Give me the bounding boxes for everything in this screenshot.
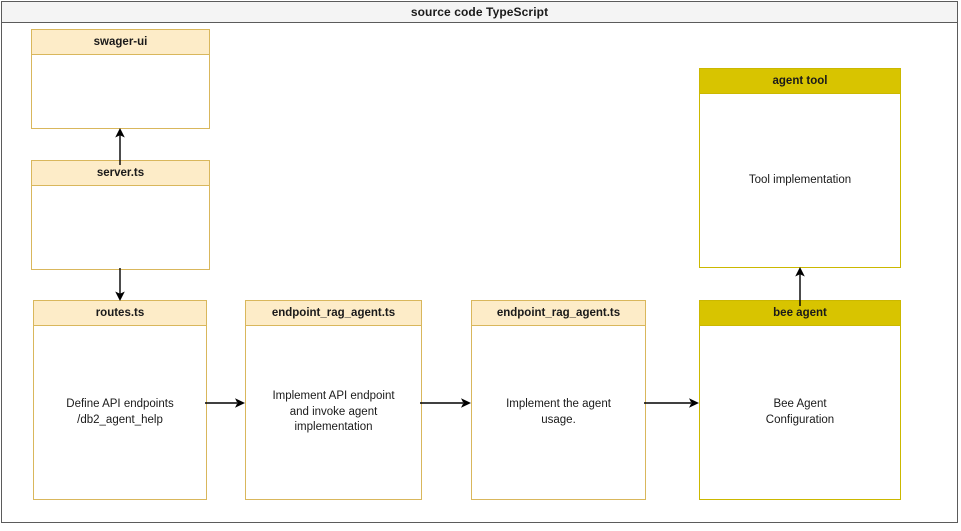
node-server-ts-header: server.ts	[32, 161, 209, 186]
node-routes-ts-header: routes.ts	[34, 301, 206, 326]
connector-server-to-routes	[115, 268, 125, 301]
arrowhead-icon	[689, 398, 699, 408]
node-server-ts-body	[32, 186, 209, 269]
node-agent-tool-header: agent tool	[700, 69, 900, 94]
node-agent-tool-body: Tool implementation	[700, 94, 900, 267]
arrowhead-icon	[795, 267, 805, 277]
arrowhead-icon	[461, 398, 471, 408]
node-server-ts[interactable]: server.ts	[31, 160, 210, 270]
node-endpoint-rag-agent-usage[interactable]: endpoint_rag_agent.ts Implement the agen…	[471, 300, 646, 500]
node-bee-agent-header: bee agent	[700, 301, 900, 326]
node-endpoint-rag-agent-impl[interactable]: endpoint_rag_agent.ts Implement API endp…	[245, 300, 422, 500]
node-agent-tool[interactable]: agent tool Tool implementation	[699, 68, 901, 268]
connector-usage-to-bee-agent	[644, 398, 699, 408]
node-endpoint-rag-agent-usage-body: Implement the agent usage.	[472, 326, 645, 499]
node-routes-ts[interactable]: routes.ts Define API endpoints /db2_agen…	[33, 300, 207, 500]
node-endpoint-rag-agent-usage-header: endpoint_rag_agent.ts	[472, 301, 645, 326]
connector-bee-agent-to-agent-tool	[795, 267, 805, 306]
arrowhead-icon	[115, 128, 125, 138]
node-bee-agent-body: Bee Agent Configuration	[700, 326, 900, 499]
connector-server-to-swagger	[115, 128, 125, 165]
arrowhead-icon	[235, 398, 245, 408]
node-swagger-ui-header: swager-ui	[32, 30, 209, 55]
node-endpoint-rag-agent-impl-body: Implement API endpoint and invoke agent …	[246, 326, 421, 499]
node-endpoint-rag-agent-impl-header: endpoint_rag_agent.ts	[246, 301, 421, 326]
node-swagger-ui[interactable]: swager-ui	[31, 29, 210, 129]
node-routes-ts-body: Define API endpoints /db2_agent_help	[34, 326, 206, 499]
node-bee-agent[interactable]: bee agent Bee Agent Configuration	[699, 300, 901, 500]
connector-routes-to-endpoint-impl	[205, 398, 245, 408]
diagram-title-bar: source code TypeScript	[1, 1, 958, 23]
node-swagger-ui-body	[32, 55, 209, 128]
connector-endpoint-impl-to-usage	[420, 398, 471, 408]
page-title: source code TypeScript	[410, 5, 549, 19]
arrowhead-icon	[115, 291, 125, 301]
